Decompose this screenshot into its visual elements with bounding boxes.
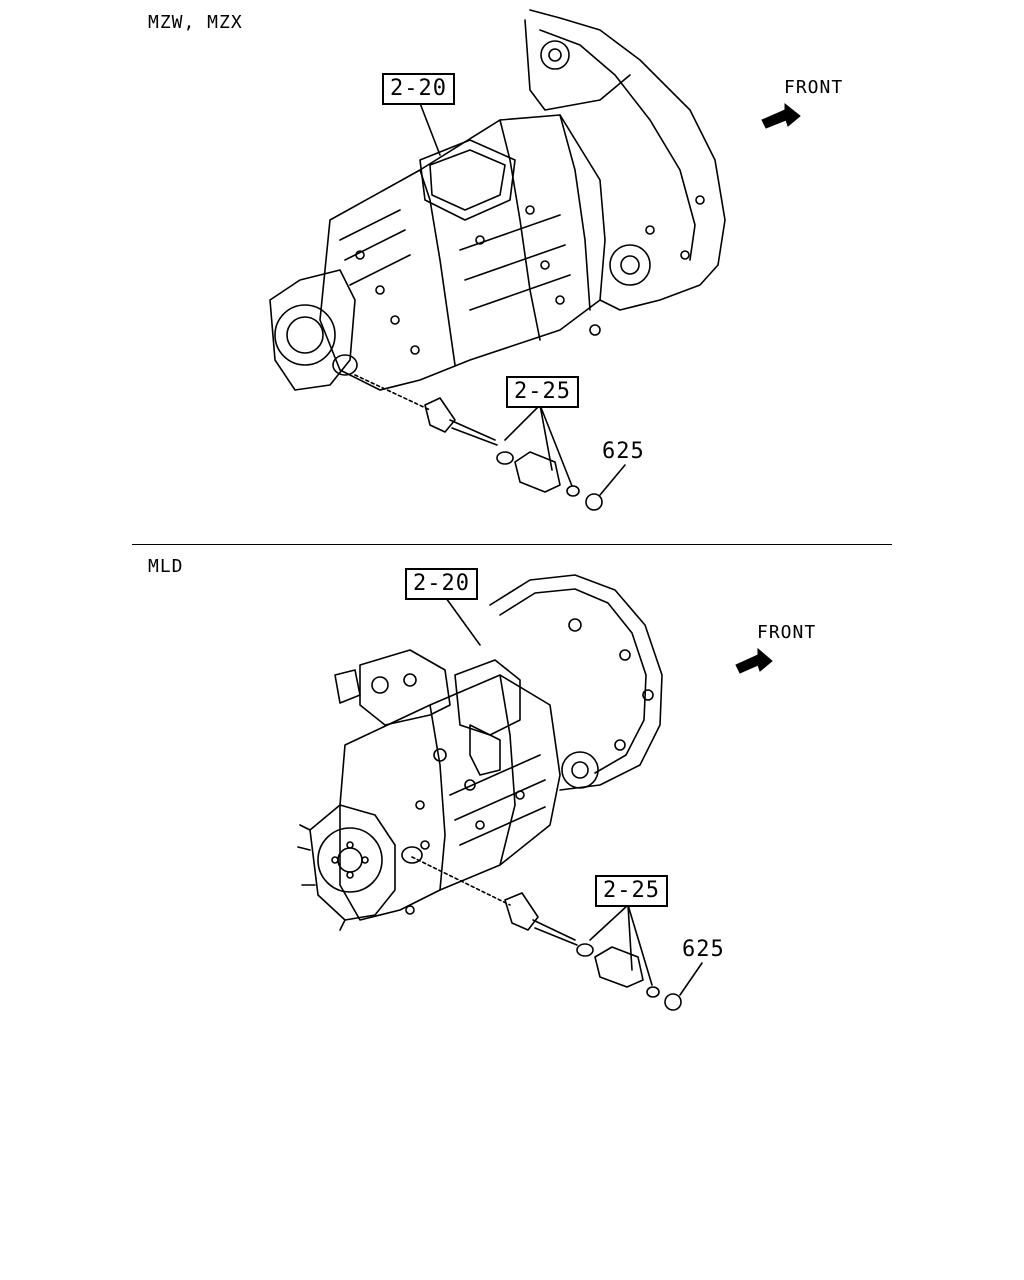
ref-callout-speedometer: 2-25	[595, 875, 668, 907]
cap-625	[664, 993, 682, 1011]
o-ring	[576, 943, 594, 957]
o-ring	[496, 451, 514, 465]
rear-extension	[269, 269, 356, 391]
ref-callout-housing: 2-20	[382, 73, 455, 105]
ref-callout-housing: 2-20	[405, 568, 478, 600]
transmission-drawing-mld	[297, 574, 773, 1011]
front-label: FRONT	[784, 77, 844, 98]
variant-label: MZW, MZX	[148, 12, 243, 33]
section-divider	[132, 544, 892, 545]
top-cover	[419, 139, 516, 221]
front-arrow-icon	[761, 102, 801, 129]
part-number: 625	[602, 439, 645, 464]
bell-housing	[529, 9, 726, 311]
speedo-gear	[504, 892, 539, 931]
speedo-gear	[424, 397, 456, 433]
front-arrow-icon	[735, 647, 773, 674]
speedo-shaft-line	[411, 856, 511, 906]
diagram-section-mld: MLD	[0, 545, 1024, 1065]
speedo-shaft-line	[354, 374, 431, 411]
main-case	[319, 114, 606, 391]
transmission-drawing-mzw	[269, 9, 801, 511]
cap-625	[585, 493, 603, 511]
ref-callout-speedometer: 2-25	[506, 376, 579, 408]
shift-tower	[359, 649, 451, 726]
sleeve	[594, 946, 644, 988]
variant-label: MLD	[148, 556, 184, 577]
rear-flange	[309, 804, 396, 921]
part-number: 625	[682, 937, 725, 962]
sleeve	[514, 451, 561, 493]
front-label: FRONT	[757, 622, 817, 643]
bell-housing	[489, 574, 663, 791]
diagram-section-mzw-mzx: MZW, MZX	[0, 0, 1024, 545]
